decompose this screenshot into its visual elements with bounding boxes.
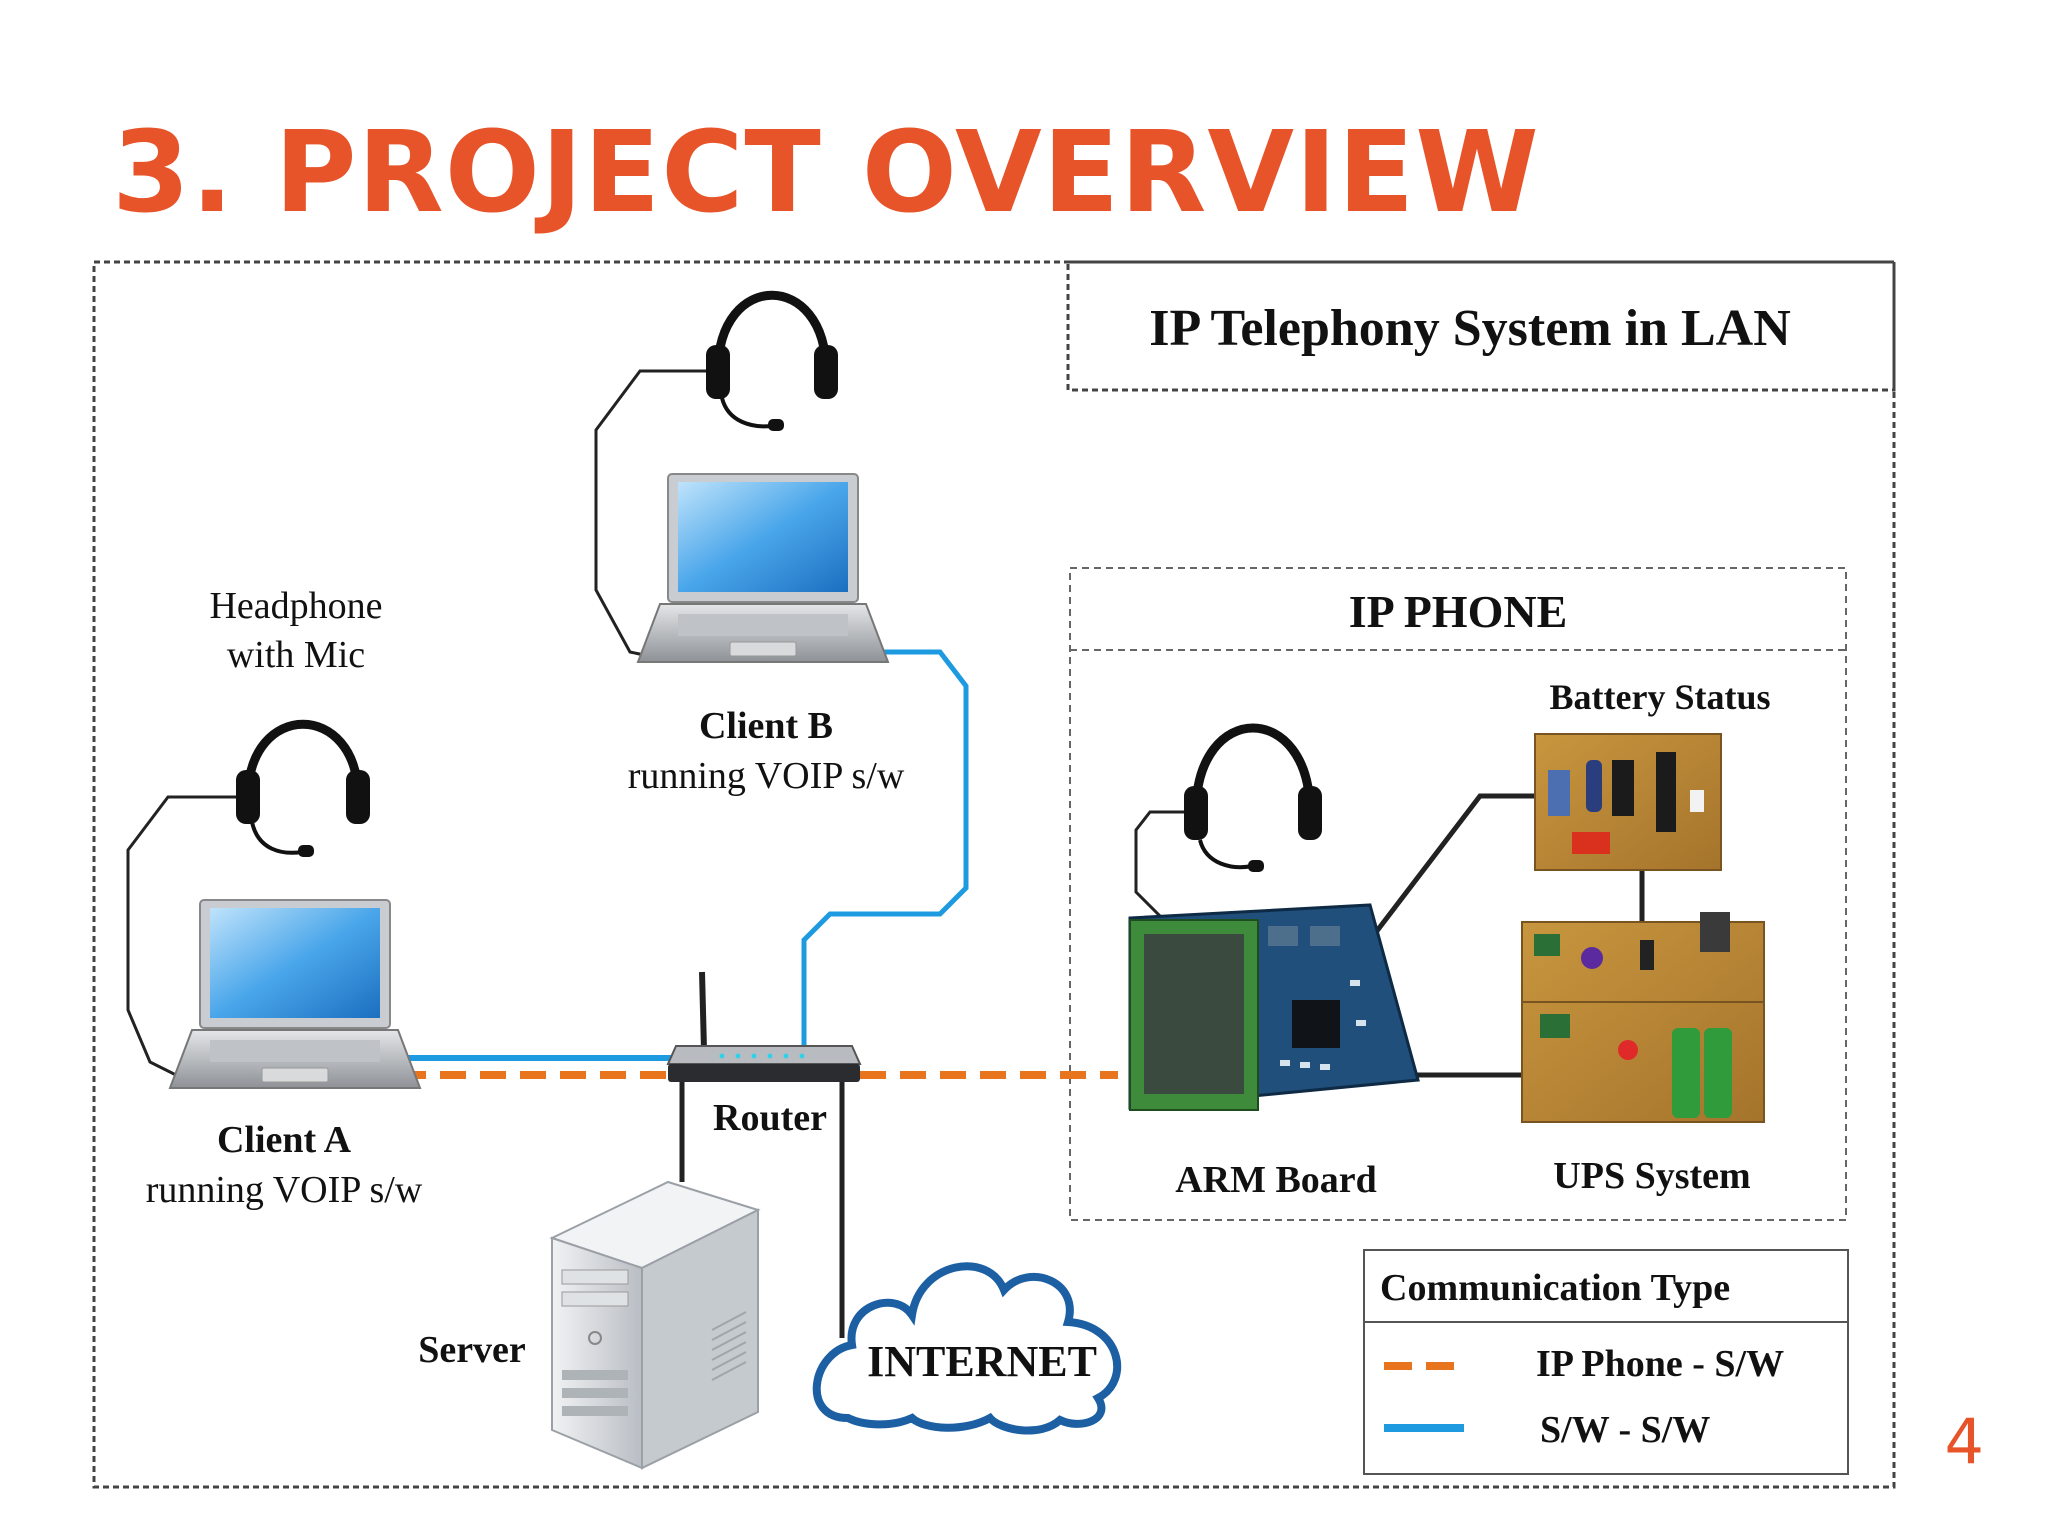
headset-icon-client-b [706,290,838,431]
internet-cloud-icon [812,1262,1122,1435]
legend-label-ip-phone: IP Phone - S/W [1536,1343,1784,1385]
diagram-title: IP Telephony System in LAN [1149,300,1791,357]
ip-phone-title: IP PHONE [1349,586,1568,637]
internet-label: INTERNET [867,1337,1097,1386]
client-a-name: Client A [217,1119,352,1161]
laptop-icon-client-a [168,899,422,1089]
client-b-desc: running VOIP s/w [628,755,905,797]
headset-icon-client-a [236,719,370,857]
server-icon [549,1180,761,1470]
laptop-icon-client-b [636,473,890,663]
legend-label-sw: S/W - S/W [1540,1409,1710,1451]
ups-system-board-icon [1521,912,1765,1123]
client-b-name: Client B [699,705,833,747]
cable-client-b-headset [594,369,708,662]
battery-status-label: Battery Status [1550,677,1771,717]
slide-page-number: 4 [1944,1405,1984,1478]
ups-system-label: UPS System [1553,1155,1750,1197]
headphone-label-line1: Headphone [209,585,382,627]
ip-phone-box [1069,567,1847,1221]
client-a-desc: running VOIP s/w [146,1169,423,1211]
arm-board-icon [1128,903,1420,1111]
link-router-client-b-blue [801,649,969,1048]
server-label: Server [418,1329,526,1371]
legend: Communication Type IP Phone - S/W S/W - … [1363,1249,1849,1475]
headset-icon-ip-phone [1184,723,1322,872]
slide-title: 3. PROJECT OVERVIEW [112,108,1540,238]
cable-ip-phone-headset [1134,810,1184,924]
router-icon [666,971,862,1082]
cable-client-a-headset [126,795,238,1084]
legend-title: Communication Type [1380,1267,1730,1309]
headphone-label-line2: with Mic [227,634,365,676]
arm-board-label: ARM Board [1175,1159,1377,1201]
battery-status-board-icon [1534,733,1722,871]
diagram-title-box [1066,260,1896,392]
outer-frame [92,260,1896,1489]
router-label: Router [713,1097,827,1139]
link-arm-battery [1368,793,1535,942]
